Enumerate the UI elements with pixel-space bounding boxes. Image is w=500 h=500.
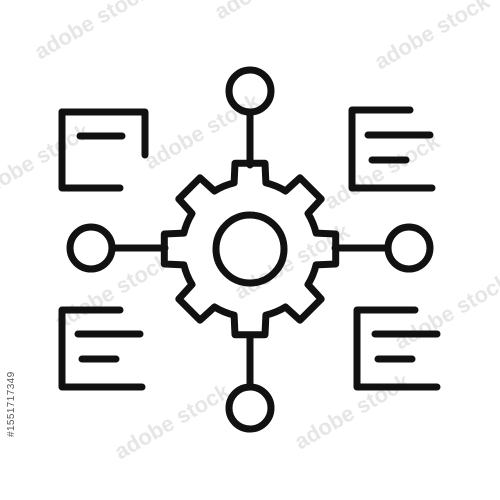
watermark-text: adobe stock bbox=[290, 368, 414, 454]
watermark-text: adobe stock bbox=[370, 0, 494, 74]
watermark-text: adobe stock bbox=[320, 128, 444, 214]
node-left-icon bbox=[66, 223, 116, 273]
node-top-icon bbox=[225, 66, 275, 116]
document-top-right-icon bbox=[348, 106, 436, 192]
watermark-text: adobe stock bbox=[210, 0, 334, 24]
gear-hub bbox=[212, 211, 288, 287]
document-top-left-icon bbox=[58, 108, 149, 192]
stock-id-label: #1551717349 bbox=[6, 371, 17, 437]
document-bottom-left-icon bbox=[58, 306, 146, 391]
node-bottom-icon bbox=[225, 383, 275, 433]
node-right-icon bbox=[384, 223, 434, 273]
watermark-text: adobe stock bbox=[50, 248, 174, 334]
watermark-text: adobe stock bbox=[30, 0, 154, 64]
watermark-text: adobe stock bbox=[110, 378, 234, 464]
document-bottom-right-icon bbox=[353, 306, 441, 391]
gear-icon bbox=[160, 159, 340, 339]
